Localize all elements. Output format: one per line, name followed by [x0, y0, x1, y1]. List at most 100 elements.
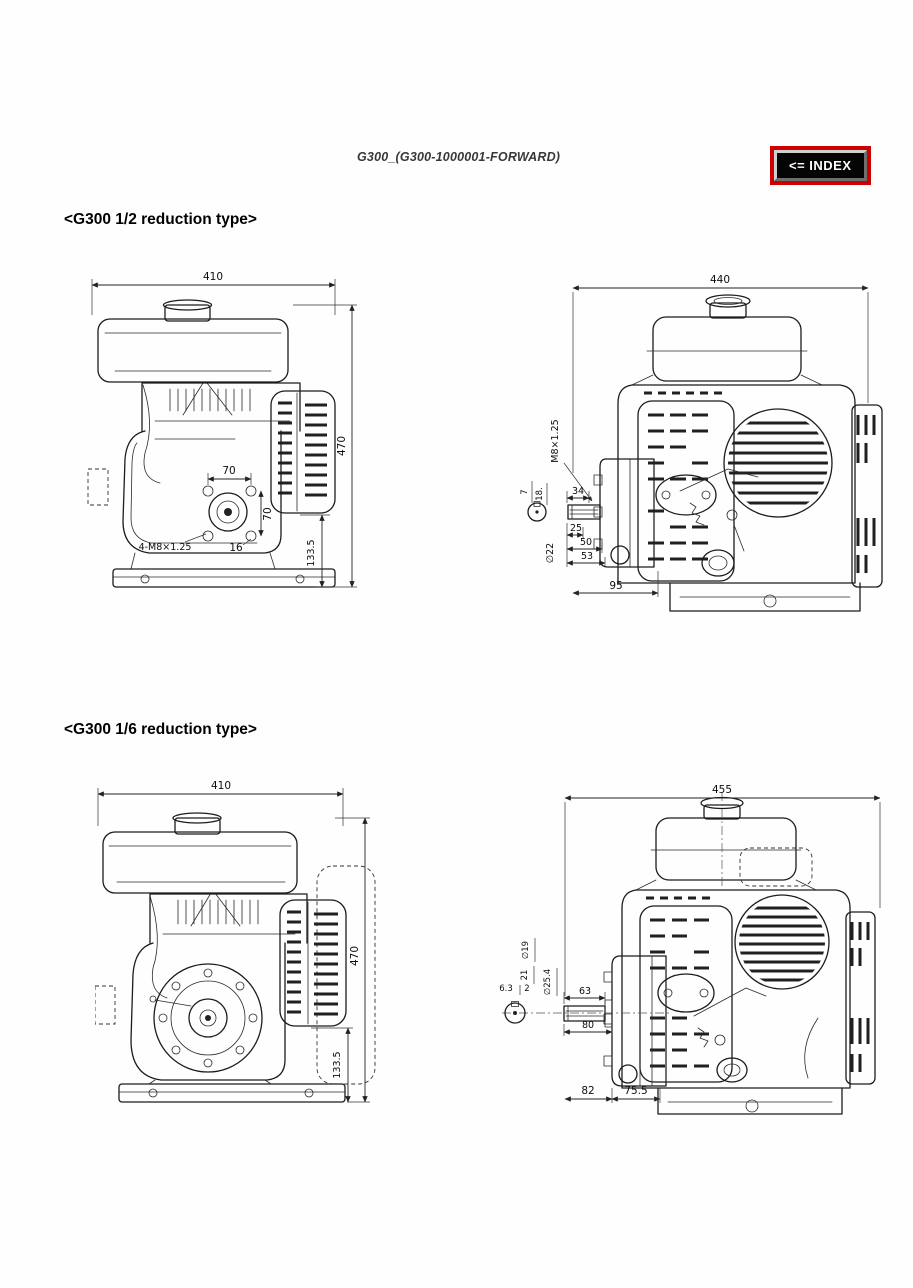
dim-label: 440 [710, 274, 730, 286]
dimension-shaft-diameter: ∅25.4 [543, 968, 558, 996]
dimension-shaft-length-1: 63 [563, 986, 606, 1004]
engine-side-view-svg: 410 470 133.5 [94, 780, 376, 1103]
dim-label: 70 [262, 507, 274, 520]
pto-shaft [567, 504, 601, 520]
drawing-sixth-reduction-side-view: 410 470 133.5 [94, 778, 385, 1123]
dim-label: 16 [229, 542, 243, 554]
dim-label: 455 [712, 784, 732, 796]
dim-label: ∅19 [521, 941, 531, 959]
cylinder-head-panel [637, 400, 735, 582]
dimension-shaft-minor-dia: ∅19 [521, 938, 536, 962]
document-title: G300_(G300-1000001-FORWARD) [357, 150, 561, 164]
dim-label-2: 2 [524, 984, 529, 994]
dimension-bolt-pitch-horizontal: 70 [207, 465, 252, 485]
dimension-shaft-length-1: 25 [566, 523, 584, 567]
dim-label: 6.3 [499, 984, 513, 994]
dimension-shaft-length-2: 80 [563, 1020, 613, 1036]
dim-label: M8×1.25 [550, 419, 561, 462]
index-button-label: <= INDEX [774, 150, 867, 181]
dim-label: 53 [581, 551, 593, 562]
cylinder-head-panel [639, 905, 733, 1083]
fuel-cap [709, 302, 747, 319]
dimension-overall-width: 455 [564, 784, 881, 996]
dimension-pto-center-height: 133.5 [300, 514, 337, 588]
fan-shroud [621, 889, 851, 1089]
recoil-starter [734, 894, 830, 990]
dim-label: 4-M8×1.25 [139, 542, 192, 553]
mount-bolt-hole [245, 530, 257, 542]
dimension-drain-plug: M8×1.25 [550, 419, 593, 502]
dimension-bolt-pitch-vertical: 70 [258, 490, 274, 537]
dimension-pto-offset: 16 [229, 538, 252, 554]
dimension-overall-height: 470 [293, 304, 357, 588]
dim-label: 410 [203, 271, 223, 283]
engine-side-view-svg: 410 470 70 70 4-M8×1.25 16 133.5 [87, 271, 357, 588]
fuel-tank [102, 812, 298, 894]
dimension-case-offset: 95 [572, 571, 659, 597]
dim-label: 70 [222, 465, 235, 477]
recoil-starter [723, 408, 833, 518]
dim-label: 133.5 [332, 1051, 343, 1078]
crankcase [122, 430, 282, 554]
mount-bolt-hole [245, 485, 257, 497]
dimension-case-offset-2: 75.5 [611, 1085, 661, 1103]
dimension-shaft-step: 34 [566, 486, 590, 503]
carburetor-linkage [142, 382, 233, 484]
cylinder-fins [149, 893, 308, 944]
engine-base [657, 1087, 843, 1115]
engine-base [669, 582, 861, 612]
dimension-case-offset-1: 82 [564, 1085, 613, 1103]
dim-label: ∅22 [545, 543, 556, 563]
dim-label: 21 [520, 970, 530, 981]
dim-label: 63 [579, 986, 591, 997]
dimension-pto-center-height: 133.5 [311, 1027, 353, 1103]
dimension-overall-width: 410 [91, 271, 336, 315]
cylinder-fins [141, 382, 301, 440]
governor-linkage [693, 987, 819, 1083]
dim-label: 18. [535, 487, 545, 501]
dim-label: 80 [582, 1020, 594, 1031]
dim-label: 470 [349, 946, 361, 966]
carburetor-linkage [149, 892, 241, 999]
dimension-shaft-length-3: 53 [566, 551, 606, 567]
dim-label: 75.5 [624, 1085, 647, 1097]
muffler [270, 390, 336, 514]
dim-label: 34 [572, 486, 584, 497]
engine-base [112, 552, 336, 588]
dim-label: 50 [580, 537, 592, 548]
fuel-valve-hidden-outline [87, 468, 109, 506]
fuel-tank [97, 299, 289, 383]
fuel-cap [164, 304, 211, 322]
dim-label: 82 [581, 1085, 594, 1097]
section-heading-sixth-reduction: <G300 1/6 reduction type> [64, 721, 257, 738]
dimension-keyway-flat: 21 [520, 966, 535, 984]
fan-shroud [617, 384, 856, 584]
dimension-overall-width: 410 [97, 780, 344, 826]
dimension-shaft-length-2: 50 [566, 537, 603, 553]
section-heading-half-reduction: <G300 1/2 reduction type> [64, 211, 257, 228]
dim-label: 7 [520, 489, 530, 494]
dim-label: 133.5 [306, 539, 317, 566]
drawing-half-reduction-side-view: 410 470 70 70 4-M8×1.25 16 133.5 [85, 263, 370, 613]
drawing-half-reduction-front-view: 440 M8×1.25 7 18. 34 25 50 [520, 263, 885, 628]
governor-linkage [679, 468, 759, 577]
index-button[interactable]: <= INDEX [770, 146, 871, 185]
dim-label: 410 [211, 780, 231, 792]
reduction-case [593, 458, 655, 568]
muffler [279, 865, 376, 1085]
dimension-overall-height: 470 [335, 817, 370, 1103]
dimension-shaft-diameter: ∅22 [545, 543, 556, 563]
dimension-overall-width: 440 [572, 274, 869, 473]
pto-shaft-boss [208, 492, 248, 532]
dimension-key-height: 7 [520, 481, 533, 503]
dimension-mounting-bolts: 4-M8×1.25 [139, 533, 207, 553]
dim-label: 95 [609, 580, 622, 592]
reduction-case [130, 942, 286, 1081]
mount-bolt-hole [202, 485, 214, 497]
keyway [533, 501, 541, 507]
pto-shaft-end-view [504, 1001, 526, 1024]
muffler-protector [845, 911, 876, 1085]
dimension-keyway-flat: 18. [535, 483, 548, 505]
pto-shaft [502, 999, 670, 1028]
